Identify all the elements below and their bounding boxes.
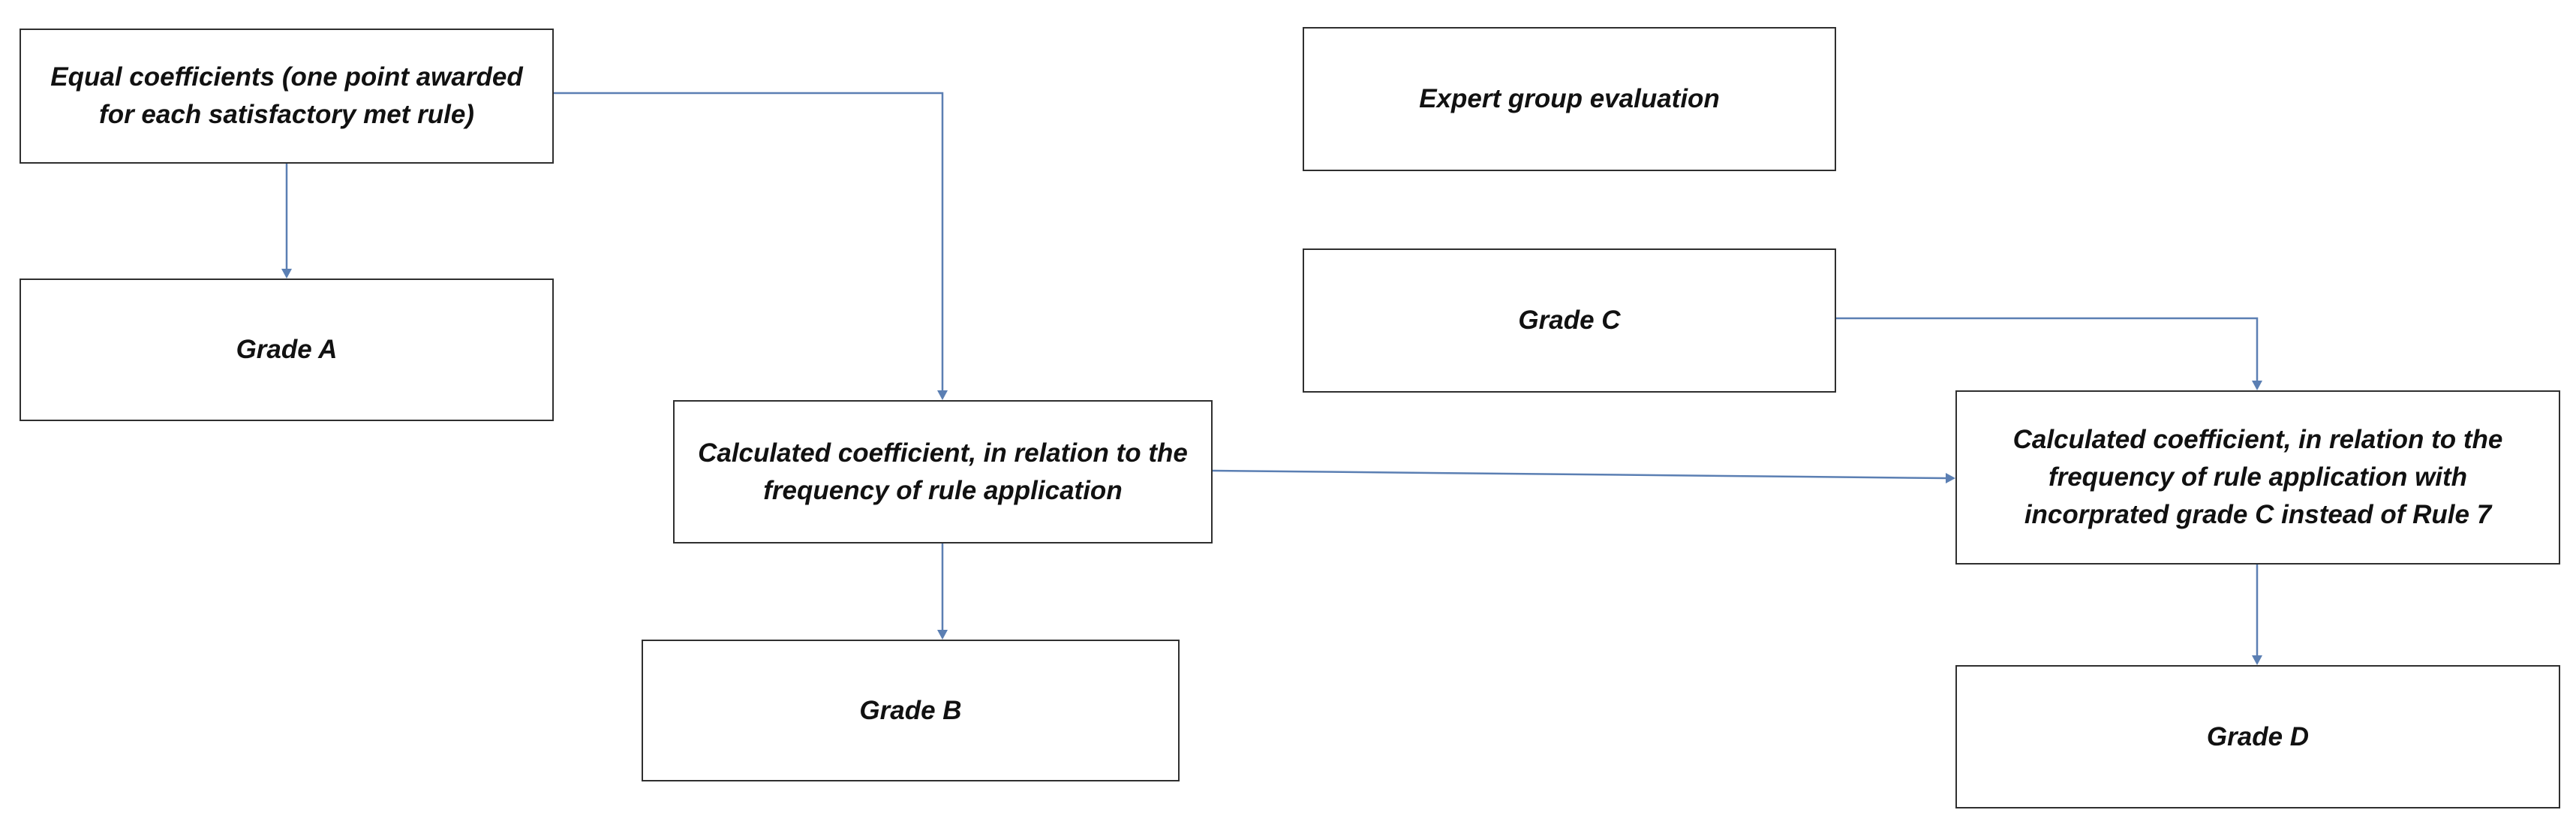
node-grade-b: Grade B [642, 640, 1180, 781]
node-grade-a: Grade A [20, 279, 554, 421]
node-grade-d-label: Grade D [2206, 721, 2310, 751]
connector-grade-c-to-calc-d [1836, 317, 2259, 382]
arrowhead-calc-d-top [2252, 381, 2262, 390]
node-calculated-coefficient-with-grade-c-label: Calculated coefficient, in relation to t… [2012, 425, 2503, 529]
arrowhead-grade-a [281, 269, 292, 279]
arrowhead-calc-b [937, 390, 948, 400]
node-grade-b-label: Grade B [859, 695, 962, 725]
node-grade-a-label: Grade A [236, 335, 338, 364]
node-equal-coefficients-label: Equal coefficients (one point awarded fo… [50, 62, 523, 129]
connector-calc-b-to-calc-d [1212, 469, 1948, 480]
connector-equal-to-calc-b [554, 92, 944, 392]
node-equal-coefficients: Equal coefficients (one point awarded fo… [20, 29, 554, 164]
node-expert-group-evaluation-label: Expert group evaluation [1419, 84, 1720, 113]
node-calculated-coefficient-with-grade-c: Calculated coefficient, in relation to t… [1955, 390, 2560, 565]
arrowhead-grade-d [2252, 655, 2262, 665]
node-grade-d: Grade D [1955, 665, 2560, 808]
node-grade-c-label: Grade C [1518, 306, 1621, 335]
node-calculated-coefficient: Calculated coefficient, in relation to t… [673, 400, 1213, 543]
arrowhead-grade-b [937, 630, 948, 640]
node-calculated-coefficient-label: Calculated coefficient, in relation to t… [698, 438, 1188, 505]
node-expert-group-evaluation: Expert group evaluation [1303, 27, 1836, 171]
node-grade-c: Grade C [1303, 248, 1836, 393]
arrowhead-calc-d-left [1946, 473, 1955, 483]
